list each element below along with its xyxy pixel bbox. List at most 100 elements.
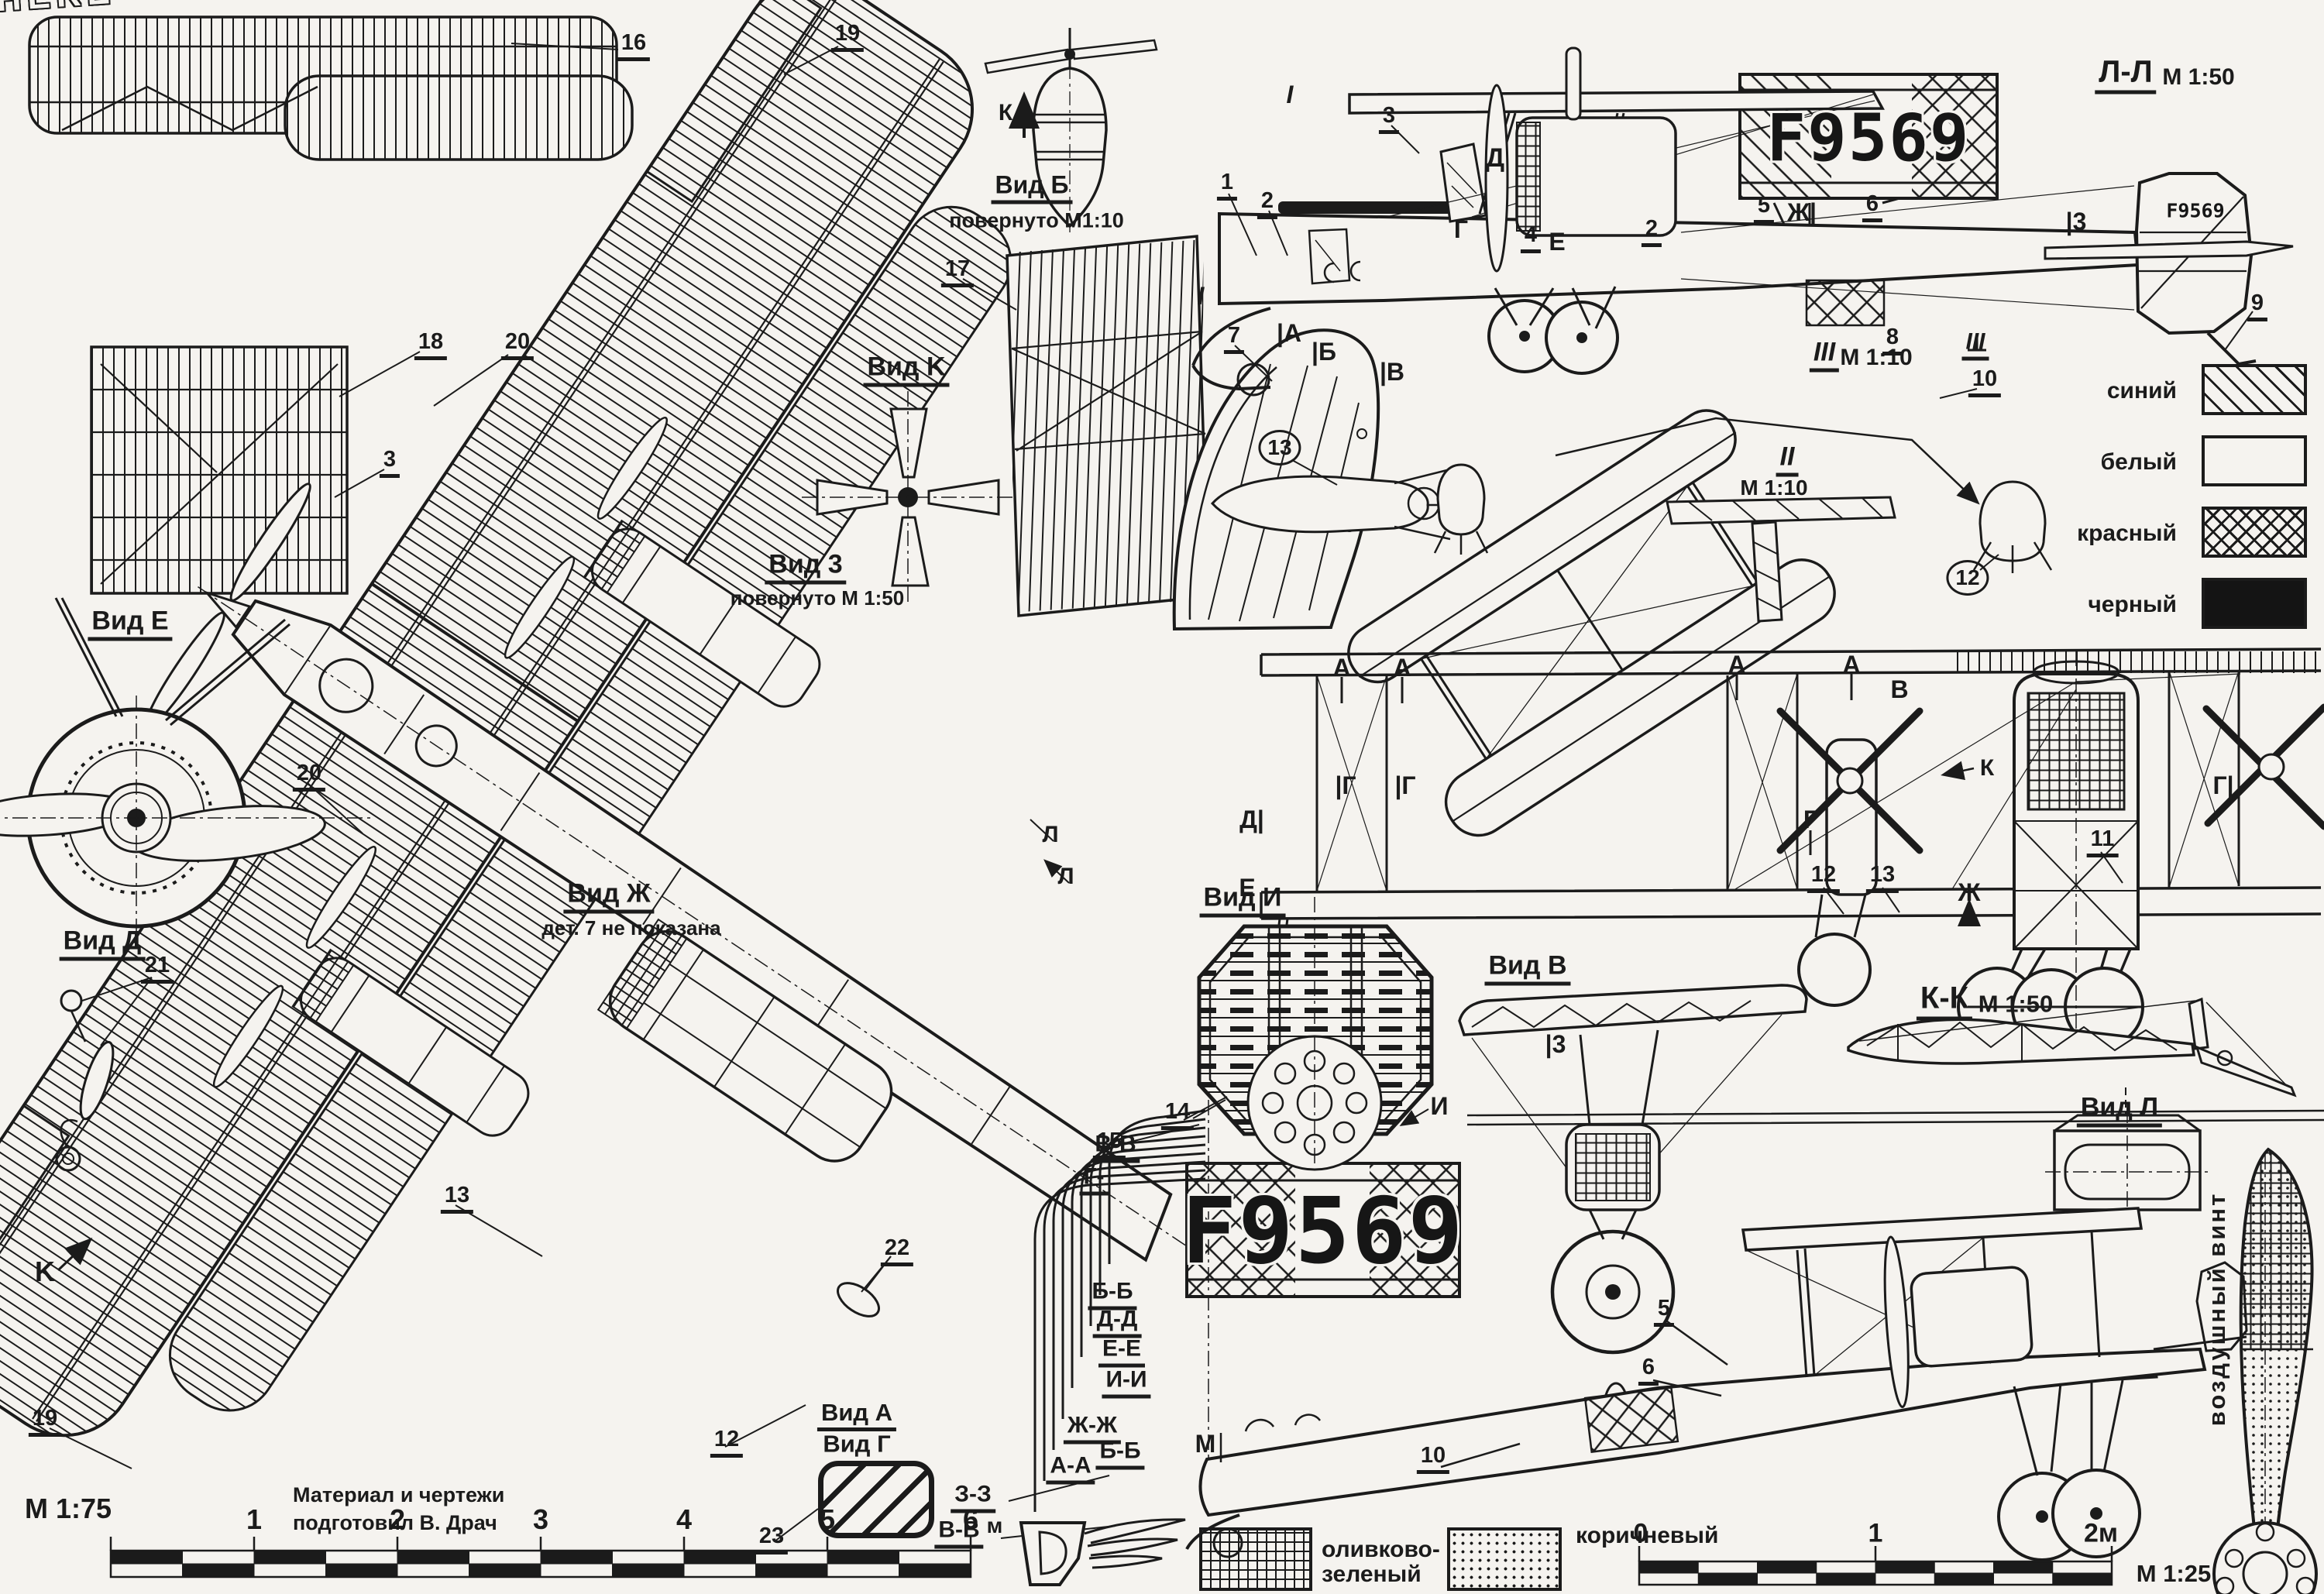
cut-marker-g: |Г <box>1394 771 1416 799</box>
section-label: Г- <box>1079 1165 1109 1196</box>
scale-main-tick: 1 <box>246 1503 263 1535</box>
view-d-drawing <box>55 977 153 1272</box>
callout-1: 1 <box>1216 171 1238 201</box>
credit-block: Материал и чертежи подготовил В. Драч <box>293 1481 504 1537</box>
camo-label-olive-line2: зеленый <box>1322 1561 1422 1587</box>
arrow-letter-k: К <box>1979 755 1995 781</box>
publisher-emblem <box>1019 1518 1186 1586</box>
jack-ii-scale: M 1:10 <box>1740 476 1808 500</box>
view-label-zh: Вид Ж <box>563 881 655 914</box>
callout-6: 6 <box>1638 1356 1659 1386</box>
view-label-l: Вид Л <box>2076 1094 2163 1128</box>
section-label: В-В <box>1091 1132 1140 1163</box>
callout-15: 15 <box>1092 1130 1126 1159</box>
color-legend-label-cross: красный <box>2077 520 2177 546</box>
jack-iii-scale: M 1:10 <box>1840 345 1913 370</box>
cut-marker-3: |3 <box>1545 1030 1566 1058</box>
callout-6: 6 <box>1862 193 1883 222</box>
arrow-letter-e: Е <box>1239 874 1256 902</box>
callout-3: 3 <box>379 448 401 478</box>
arrow-letter-zh: Ж <box>1958 878 1981 906</box>
view-label-b-sub: повернуто M1:10 <box>949 208 1124 232</box>
arrow-letter-l: Л <box>1057 864 1074 889</box>
view-i-drawing <box>1118 897 1434 1171</box>
jack-iii: III <box>1809 339 1840 373</box>
arrow-letter-d: Д <box>1485 143 1505 173</box>
section-label: Ж-Ж <box>1063 1414 1122 1445</box>
fuselage-plan <box>143 416 1191 1262</box>
view-label-z: Вид 3 <box>765 551 847 585</box>
scale-detail-tick: 1 <box>1868 1518 1883 1548</box>
arrow-letter-k: К <box>998 100 1013 125</box>
view-label-g: Вид Г <box>823 1430 891 1458</box>
callout-20: 20 <box>500 331 535 360</box>
callout-14: 14 <box>1160 1101 1195 1130</box>
callout-3: 3 <box>1378 105 1400 134</box>
color-legend-label-black: черный <box>2088 592 2177 617</box>
scale-main-tick: 6 <box>962 1503 979 1535</box>
arrow-letter-a: А <box>1332 654 1351 682</box>
cut-marker-b: |Б <box>1312 338 1336 366</box>
view-a-g-swatch <box>818 1461 934 1538</box>
view-b-drawing <box>984 28 1158 232</box>
arrow-letter-a: А <box>1393 654 1411 682</box>
camo-swatch-brown <box>1447 1527 1562 1591</box>
color-legend-swatch-diag <box>2202 364 2307 415</box>
cut-marker-g: Г| <box>2212 771 2234 799</box>
view-l-drawing <box>2045 1087 2209 1218</box>
section-label: Б-Б <box>1088 1280 1137 1311</box>
registration-fin: F9569 <box>2166 199 2225 222</box>
arrow-letter-a: А <box>1728 651 1746 678</box>
callout-4: 4 <box>1520 224 1542 253</box>
registration-panel-bottom <box>1185 1162 1461 1298</box>
scale-main-unit: м <box>986 1513 1003 1537</box>
arrow-letter-v: В <box>1890 675 1909 703</box>
jack-ii: II <box>1776 444 1799 477</box>
section-label: З-З <box>951 1482 995 1513</box>
callout-19: 19 <box>830 22 865 52</box>
camo-label-olive-line1: оливково- <box>1322 1537 1440 1562</box>
section-kk: К-К <box>1916 983 1973 1021</box>
callout-9: 9 <box>2247 292 2268 321</box>
view-label-v: Вид В <box>1484 953 1571 986</box>
view-k-drawing <box>802 391 1015 603</box>
view-zh-drawing <box>596 918 893 1317</box>
scale-main-tick: 4 <box>676 1503 693 1535</box>
section-ll: Л-Л <box>2095 57 2157 94</box>
view-label-e: Вид Е <box>88 608 173 641</box>
callout-12-circled: 12 <box>1946 560 1989 596</box>
color-legend-swatch-cross <box>2202 507 2307 558</box>
side-view-bottom <box>1185 1207 2248 1561</box>
callout-10: 10 <box>1968 368 2002 397</box>
arrow-letter-k: K <box>35 1256 55 1287</box>
aileron-panel <box>962 235 1210 617</box>
view-label-d: Вид Д <box>59 928 146 961</box>
cut-marker-v: |В <box>1379 358 1405 386</box>
scale-detail-tick: 0 <box>1633 1518 1648 1548</box>
propeller-label: воздушный винт <box>2203 1191 2230 1427</box>
camo-swatch-olive <box>1199 1527 1312 1591</box>
section-ll-scale: M 1:50 <box>2162 64 2235 90</box>
callout-8: 8 <box>1882 326 1903 356</box>
cut-marker-a: |А <box>1276 319 1302 347</box>
arrow-letter-d: Д| <box>1239 806 1264 833</box>
color-legend-swatch-black <box>2202 578 2307 629</box>
callout-7: 7 <box>1223 325 1245 354</box>
front-view <box>1260 648 2324 1126</box>
section-kk-drawing <box>1847 997 2297 1098</box>
wing-panel-detail <box>90 345 509 595</box>
callout-12: 12 <box>1807 864 1841 893</box>
section-label: В-В <box>934 1518 984 1549</box>
section-label: Б-Б <box>1095 1439 1145 1470</box>
arrow-letter-g: Г <box>1453 215 1469 243</box>
jack-i: I <box>1197 282 1205 310</box>
callout-2: 2 <box>1641 218 1662 247</box>
scale-main-label: M 1:75 <box>24 1493 112 1524</box>
arrow-letter-g: Г <box>1803 806 1818 833</box>
callout-10: 10 <box>1416 1445 1450 1474</box>
arrow-letter-m: М <box>1195 1430 1216 1458</box>
callout-22: 22 <box>880 1237 914 1266</box>
callout-20: 20 <box>292 762 326 792</box>
